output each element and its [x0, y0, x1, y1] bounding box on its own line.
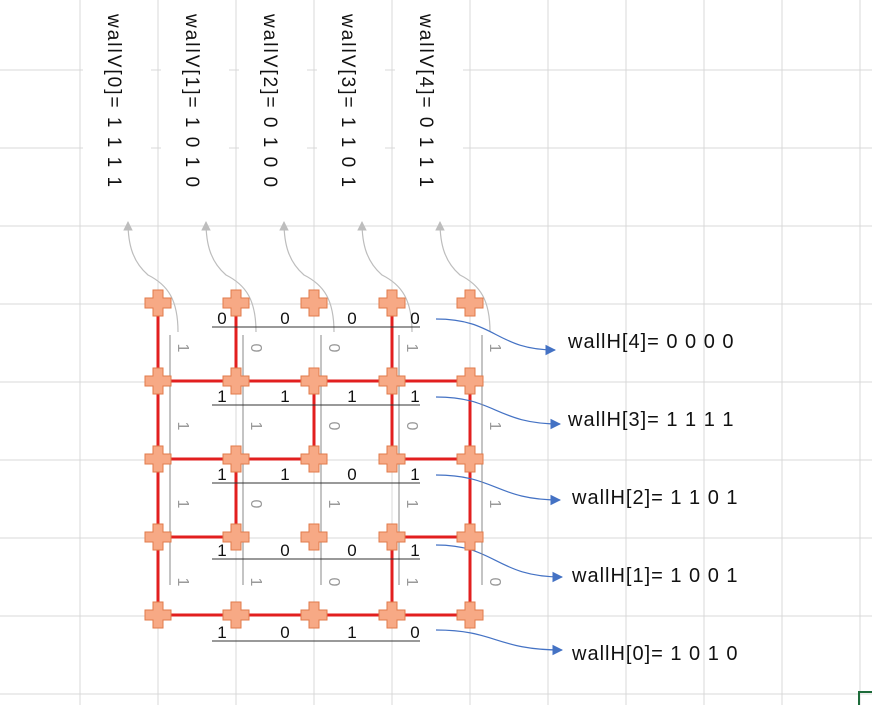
wallv-connector: [357, 221, 413, 333]
vertical-bit: 1: [486, 422, 503, 431]
post-cross: [144, 445, 172, 473]
vertical-bit: 1: [247, 578, 264, 587]
horizontal-bit: 1: [217, 387, 226, 406]
wallv-label-box: [317, 4, 385, 222]
vertical-bit: 0: [325, 578, 342, 587]
vertical-bit: 1: [403, 500, 420, 509]
horizontal-bit: 1: [347, 623, 356, 642]
maze-posts: [144, 289, 484, 629]
vertical-bit: 1: [486, 500, 503, 509]
wallh-label-0: wallH[0]= 1 0 1 0: [572, 643, 739, 665]
wallv-label-box: [395, 4, 463, 222]
post-cross: [300, 523, 328, 551]
horizontal-wall-bits: 0 0 0 0 1 1 1 1 1 1 0 1 1 0 0 1 1 0 1 0: [212, 309, 420, 642]
connector-arrows: [123, 221, 564, 656]
post-cross: [456, 367, 484, 395]
wallh-connector: [435, 474, 562, 506]
post-cross: [222, 289, 250, 317]
horizontal-bit: 0: [410, 623, 419, 642]
post-cross: [144, 601, 172, 629]
horizontal-bit: 0: [347, 465, 356, 484]
horizontal-bit: 0: [280, 623, 289, 642]
post-cross: [378, 289, 406, 317]
post-cross: [300, 601, 328, 629]
vertical-bit: 0: [325, 344, 342, 353]
horizontal-bit: 1: [347, 387, 356, 406]
horizontal-bit: 0: [347, 541, 356, 560]
vertical-bit: 0: [247, 500, 264, 509]
post-cross: [222, 445, 250, 473]
post-cross: [144, 289, 172, 317]
wallh-connector: [435, 318, 557, 356]
horizontal-bit: 0: [347, 309, 356, 328]
wallh-connector: [435, 544, 564, 583]
vertical-bit: 1: [247, 422, 264, 431]
wallv-label-0: wallV[0]= 1 1 1 1: [103, 14, 124, 190]
wallv-label-box: [83, 4, 151, 222]
horizontal-bit: 0: [410, 309, 419, 328]
post-cross: [144, 523, 172, 551]
wallv-label-3: wallV[3]= 1 1 0 1: [337, 14, 358, 190]
post-cross: [378, 523, 406, 551]
vertical-bit: 1: [174, 500, 191, 509]
wallh-label-3: wallH[3]= 1 1 1 1: [568, 409, 735, 431]
vertical-bit: 0: [403, 422, 420, 431]
wallv-label-box: [161, 4, 229, 222]
vertical-bit: 1: [403, 344, 420, 353]
wallv-connector: [279, 221, 335, 333]
post-cross: [456, 289, 484, 317]
post-cross: [222, 367, 250, 395]
wallh-connector: [435, 629, 564, 656]
horizontal-bit: 0: [280, 309, 289, 328]
vertical-bit: 1: [174, 578, 191, 587]
vertical-bit: 1: [174, 422, 191, 431]
horizontal-bit: 1: [280, 465, 289, 484]
wallv-label-1: wallV[1]= 1 0 1 0: [181, 14, 202, 190]
wallh-label-1: wallH[1]= 1 0 0 1: [572, 565, 739, 587]
post-cross: [300, 367, 328, 395]
horizontal-bit: 1: [410, 541, 419, 560]
horizontal-bit: 1: [217, 541, 226, 560]
wallv-label-box: [239, 4, 307, 222]
vertical-bit: 1: [403, 578, 420, 587]
horizontal-bit: 1: [217, 465, 226, 484]
post-cross: [300, 289, 328, 317]
wallv-label-4: wallV[4]= 0 1 1 1: [415, 14, 436, 190]
vertical-bit: 0: [247, 344, 264, 353]
vertical-bit: 1: [325, 500, 342, 509]
post-cross: [144, 367, 172, 395]
post-cross: [378, 367, 406, 395]
post-cross: [378, 601, 406, 629]
horizontal-bit: 1: [217, 623, 226, 642]
post-cross: [222, 601, 250, 629]
wallh-label-2: wallH[2]= 1 1 0 1: [572, 487, 739, 509]
wallv-connector: [435, 221, 491, 333]
horizontal-bit: 0: [217, 309, 226, 328]
wallv-connector: [201, 221, 257, 333]
vertical-bit: 0: [325, 422, 342, 431]
wallh-label-4: wallH[4]= 0 0 0 0: [568, 331, 735, 353]
post-cross: [222, 523, 250, 551]
horizontal-bit: 1: [280, 387, 289, 406]
wallh-connector: [435, 396, 562, 430]
sheet-corner-mark: [858, 691, 872, 705]
horizontal-bit: 0: [280, 541, 289, 560]
post-cross: [378, 445, 406, 473]
vertical-bit: 1: [174, 344, 191, 353]
post-cross: [456, 601, 484, 629]
horizontal-bit: 1: [410, 387, 419, 406]
vertical-label-backgrounds: [83, 4, 463, 222]
post-cross: [300, 445, 328, 473]
post-cross: [456, 445, 484, 473]
post-cross: [456, 523, 484, 551]
vertical-bit: 1: [486, 344, 503, 353]
vertical-bit: 0: [486, 578, 503, 587]
wallv-connector: [123, 221, 179, 333]
wallv-label-2: wallV[2]= 0 1 0 0: [259, 14, 280, 190]
vertical-wall-bits: 1 1 1 1 0 1 0 1 0 0 1 0 1 0 1 1 1 1 1 0: [169, 335, 503, 587]
horizontal-bit: 1: [410, 465, 419, 484]
